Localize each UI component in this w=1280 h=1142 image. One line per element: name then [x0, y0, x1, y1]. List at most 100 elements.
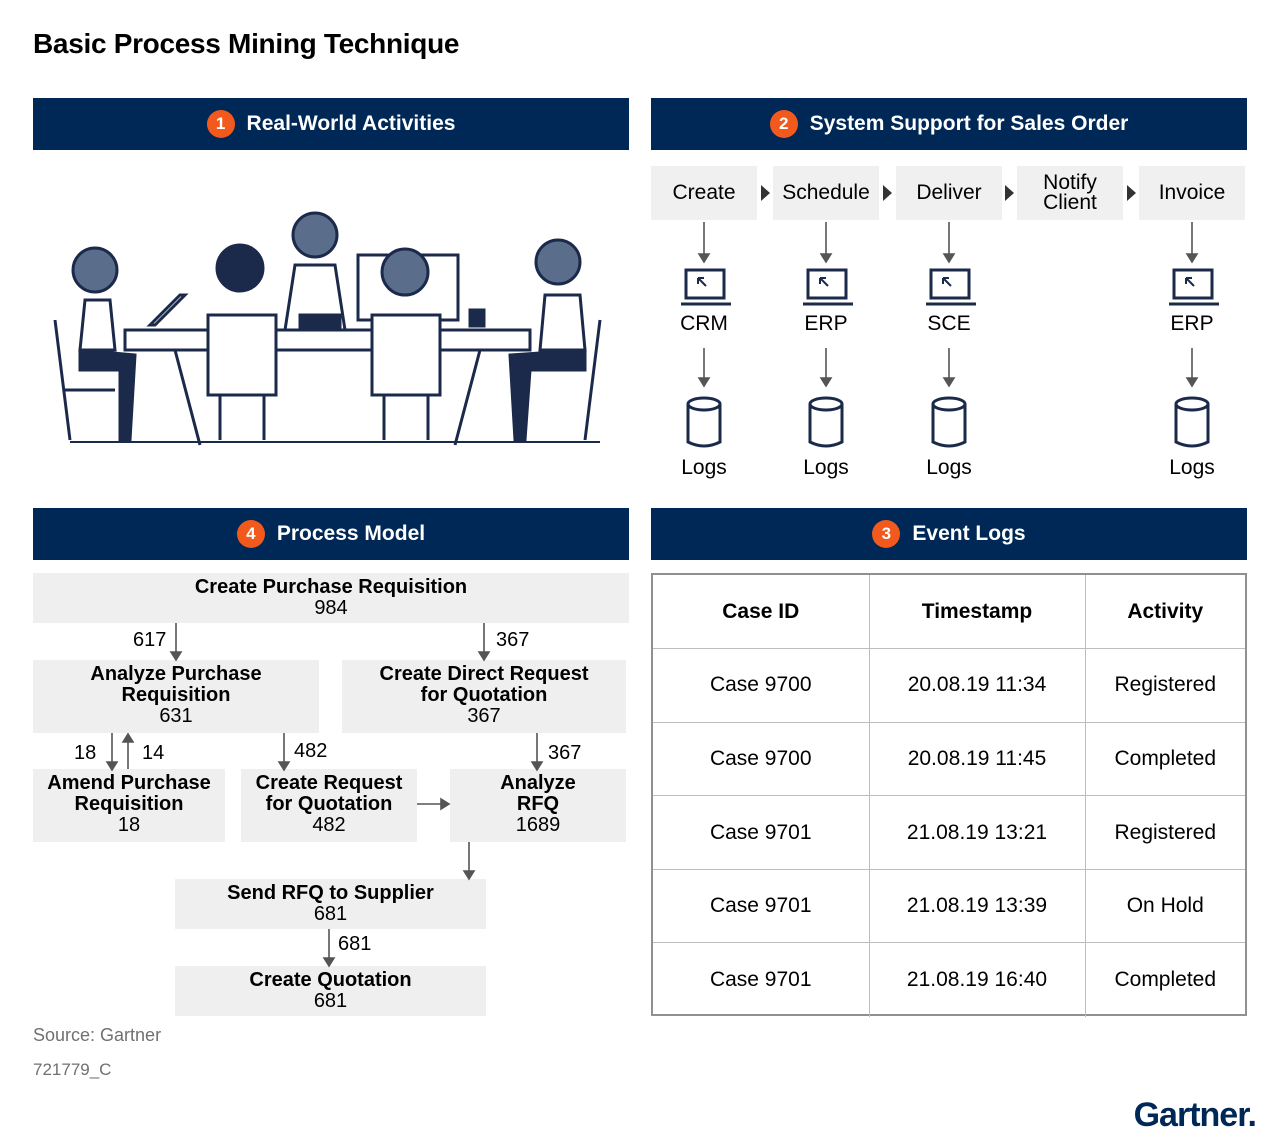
process-node-analyze-rfq: Analyze RFQ 1689	[450, 769, 626, 842]
laptop	[146, 293, 189, 327]
process-node-amend-purchase-requisition: Amend Purchase Requisition 18	[33, 769, 225, 842]
person-legs	[508, 348, 587, 442]
section-title: Real-World Activities	[246, 112, 456, 135]
system-column-erp	[803, 222, 853, 448]
section-title: Event Logs	[912, 522, 1026, 545]
table-cell: Case 9700	[653, 721, 870, 797]
edge-arrow	[462, 842, 476, 881]
edge-arrow	[169, 623, 183, 662]
person-head	[534, 238, 582, 286]
node-name: Create Quotation	[249, 969, 412, 991]
edge-arrow	[105, 733, 119, 772]
edge-arrow	[277, 733, 291, 772]
table-cell: 20.08.19 11:45	[868, 721, 1086, 797]
table-cell: Registered	[1084, 795, 1245, 870]
step-number-badge: 2	[769, 110, 798, 138]
table-header-row: Case ID Timestamp Activity	[653, 575, 1245, 650]
table-row: Case 9701 21.08.19 16:40 Completed	[653, 942, 1245, 1017]
edge-arrow	[121, 732, 135, 769]
node-name: Amend Purchase Requisition	[47, 772, 211, 815]
table-row: Case 9701 21.08.19 13:39 On Hold	[653, 868, 1245, 944]
step-create: Create	[651, 166, 757, 220]
source-note: Source: Gartner	[33, 1025, 162, 1045]
logs-label: Logs	[1169, 456, 1215, 479]
column-header: Activity	[1084, 575, 1245, 650]
arrow-right-icon	[1127, 185, 1136, 201]
table-cell: Case 9700	[653, 648, 870, 723]
table-row: Case 9700 20.08.19 11:34 Registered	[653, 648, 1245, 723]
person-legs	[78, 348, 137, 442]
chair	[53, 319, 72, 441]
process-node-create-direct-rfq: Create Direct Request for Quotation 367	[342, 660, 626, 733]
step-notify-client: Notify Client	[1017, 166, 1123, 220]
process-edges	[105, 623, 544, 968]
step-number-badge: 4	[236, 520, 265, 548]
edge-count-label: 367	[548, 742, 582, 764]
table-cell: 21.08.19 13:39	[868, 868, 1086, 944]
step-schedule: Schedule	[773, 166, 879, 220]
column-header: Case ID	[653, 575, 870, 650]
section-header-system-support: 2 System Support for Sales Order	[651, 98, 1247, 150]
process-node-create-quotation: Create Quotation 681	[175, 966, 486, 1016]
node-name: Create Direct Request for Quotation	[379, 663, 589, 706]
table-cell: 21.08.19 13:21	[868, 795, 1086, 870]
arrow-right-icon	[1005, 185, 1014, 201]
node-count: 681	[313, 903, 348, 925]
node-count: 984	[314, 597, 348, 619]
section-header-event-logs: 3 Event Logs	[651, 508, 1247, 560]
table-cell: On Hold	[1084, 868, 1245, 944]
system-label-crm: CRM	[680, 312, 728, 335]
node-count: 681	[313, 990, 348, 1012]
node-count: 631	[159, 705, 193, 727]
system-column-crm	[681, 222, 731, 448]
table-row: Case 9701 21.08.19 13:21 Registered	[653, 795, 1245, 870]
node-count: 1689	[515, 814, 561, 836]
table-top	[123, 328, 532, 352]
process-node-send-rfq: Send RFQ to Supplier 681	[175, 879, 486, 929]
system-column-sce	[926, 222, 976, 448]
process-node-analyze-purchase-requisition: Analyze Purchase Requisition 631	[33, 660, 319, 733]
node-name: Create Request for Quotation	[255, 772, 403, 815]
figure-code: 721779_C	[33, 1060, 112, 1079]
section-header-real-world: 1 Real-World Activities	[33, 98, 629, 150]
node-count: 482	[312, 814, 346, 836]
person-body	[78, 298, 117, 352]
step-deliver: Deliver	[896, 166, 1002, 220]
system-label-erp: ERP	[1170, 312, 1214, 335]
edge-arrow	[322, 929, 336, 968]
table-cell: 21.08.19 16:40	[868, 942, 1086, 1017]
column-header: Timestamp	[868, 575, 1086, 650]
table-cell: Completed	[1084, 721, 1245, 797]
node-count: 367	[467, 705, 501, 727]
system-flow-graphics	[681, 222, 1219, 448]
event-log-table: Case ID Timestamp Activity Case 9700 20.…	[653, 575, 1245, 1017]
section-title: System Support for Sales Order	[809, 112, 1129, 135]
page-title: Basic Process Mining Technique	[33, 28, 460, 59]
table-leg	[453, 349, 482, 446]
node-name: Analyze Purchase Requisition	[90, 663, 262, 706]
node-name: Analyze RFQ	[500, 772, 576, 815]
system-column-erp-invoice	[1169, 222, 1219, 448]
table-leg	[173, 349, 202, 446]
section-header-process-model: 4 Process Model	[33, 508, 629, 560]
chair	[583, 319, 602, 441]
logs-label: Logs	[926, 456, 972, 479]
chair-back	[370, 313, 442, 397]
logs-label: Logs	[803, 456, 849, 479]
person-head	[215, 243, 265, 293]
person-belt	[298, 313, 342, 332]
arrow-right-icon	[883, 185, 892, 201]
edge-arrow	[417, 797, 451, 811]
process-node-create-rfq: Create Request for Quotation 482	[241, 769, 417, 842]
node-name: Create Purchase Requisition	[194, 576, 468, 598]
node-count: 18	[117, 814, 141, 836]
chair-back	[206, 313, 278, 397]
node-name: Send RFQ to Supplier	[227, 882, 434, 904]
process-node-create-purchase-requisition: Create Purchase Requisition 984	[33, 573, 629, 623]
person-head	[380, 247, 430, 297]
step-number-badge: 1	[206, 110, 235, 138]
section-title: Process Model	[276, 522, 426, 545]
table-cell: Case 9701	[653, 942, 870, 1017]
person-body	[538, 293, 587, 352]
table-cell: 20.08.19 11:34	[868, 648, 1086, 723]
